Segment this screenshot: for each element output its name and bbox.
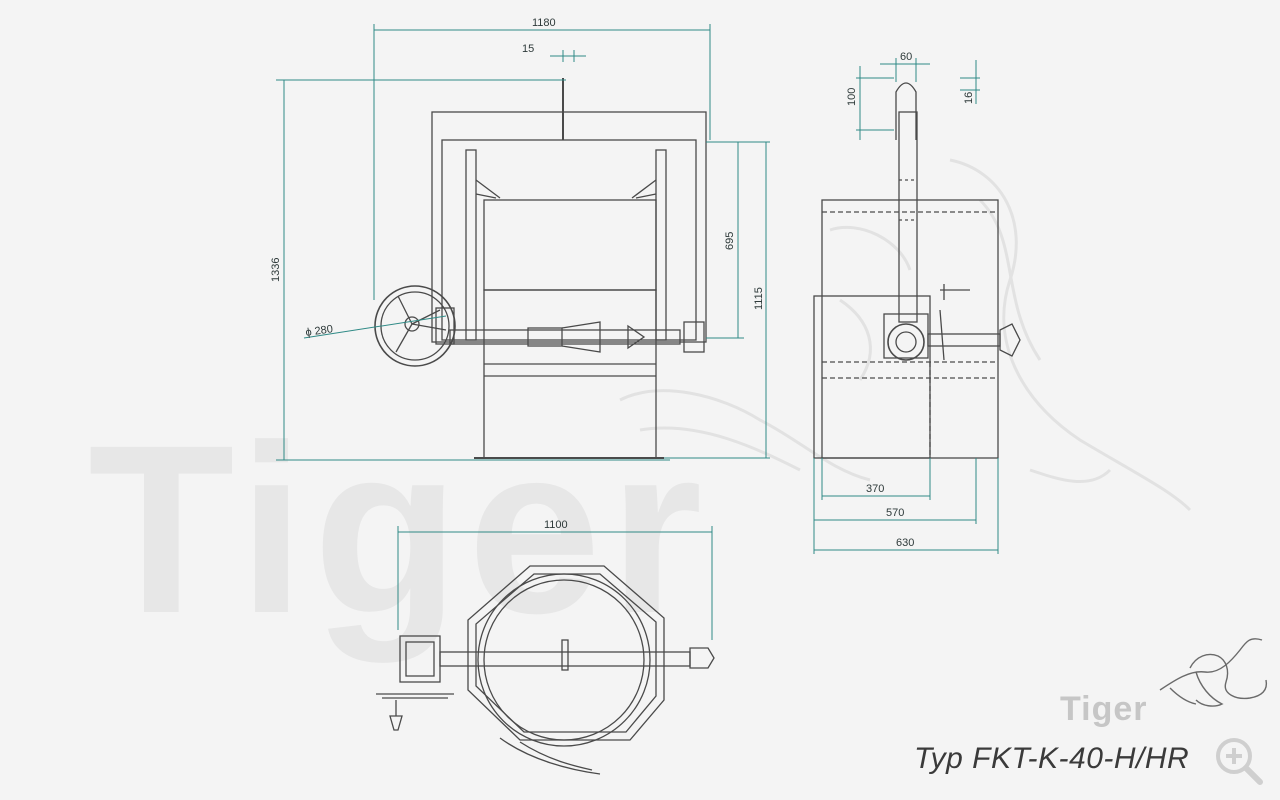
dim-side-width-small: 370 <box>866 483 884 495</box>
watermark-text: Tiger <box>88 395 710 663</box>
dim-front-width: 1180 <box>532 17 556 29</box>
dim-front-mid-height: 695 <box>724 232 736 250</box>
top-gearbox <box>399 635 441 683</box>
dim-side-width-mid: 570 <box>886 507 904 519</box>
front-shaft-sleeve <box>527 327 563 347</box>
logo-text: Tiger <box>1060 690 1148 728</box>
dim-front-height: 1336 <box>270 258 282 282</box>
side-handle-loop <box>895 82 917 140</box>
dim-front-lower-height: 1115 <box>753 287 765 310</box>
front-handwheel-hub <box>404 316 420 332</box>
zoom-button[interactable] <box>1212 734 1268 790</box>
front-handwheel-housing <box>435 307 455 345</box>
side-dimensions <box>813 58 999 554</box>
top-octagon-frame <box>467 565 665 741</box>
dim-side-width-total: 630 <box>896 537 914 549</box>
front-frame-outer <box>431 111 707 343</box>
top-drum-inner <box>483 579 645 741</box>
side-crank <box>939 284 970 361</box>
side-cradle <box>813 295 931 459</box>
top-view <box>376 565 715 775</box>
side-drum <box>821 199 999 459</box>
side-shaft-taper <box>999 323 1021 357</box>
front-left-bracket <box>475 179 501 199</box>
tiger-logo-icon <box>1159 638 1268 707</box>
front-shaft-end <box>683 321 705 353</box>
drawing-title: Typ FKT-K-40-H/HR <box>914 742 1190 775</box>
dim-front-offset: 15 <box>522 43 534 55</box>
front-right-bracket <box>631 179 657 199</box>
dim-side-handle-height: 100 <box>846 88 858 106</box>
front-shaft-taper <box>561 321 601 353</box>
front-drum-upper <box>483 199 657 291</box>
side-gearbox-inner <box>895 331 917 353</box>
side-shaft <box>927 333 1001 347</box>
top-octagon-frame-inner <box>475 573 657 733</box>
front-dimensions <box>276 24 770 461</box>
top-handwheel <box>376 693 454 699</box>
top-drum-outer <box>477 573 651 747</box>
top-dimensions <box>397 526 713 640</box>
front-frame-inner <box>441 139 697 341</box>
side-vertical-arm <box>898 111 918 323</box>
side-gearbox <box>887 323 925 361</box>
front-left-arm <box>465 149 477 341</box>
side-view <box>813 82 1021 459</box>
dim-wheel-diameter: ϕ 280 <box>305 323 334 339</box>
top-shaft-collar <box>561 639 569 671</box>
front-handwheel-outer <box>374 285 456 367</box>
top-shaft-end <box>689 647 715 669</box>
front-handwheel-spokes <box>395 295 447 353</box>
zoom-in-icon <box>1216 738 1263 785</box>
dim-side-handle-width: 60 <box>900 51 912 63</box>
top-gearbox-inner <box>405 641 435 677</box>
dim-side-handle-small: 16 <box>963 92 975 104</box>
tiger-watermark-drawing <box>619 158 1192 512</box>
front-handwheel-inner <box>380 291 450 361</box>
front-shaft-arrow <box>627 324 646 350</box>
front-right-arm <box>655 149 667 341</box>
top-tail <box>499 737 601 775</box>
dim-top-width: 1100 <box>544 519 568 531</box>
watermark: Tiger <box>88 158 1192 663</box>
top-crank-handle <box>389 700 403 731</box>
front-shaft <box>449 329 681 345</box>
